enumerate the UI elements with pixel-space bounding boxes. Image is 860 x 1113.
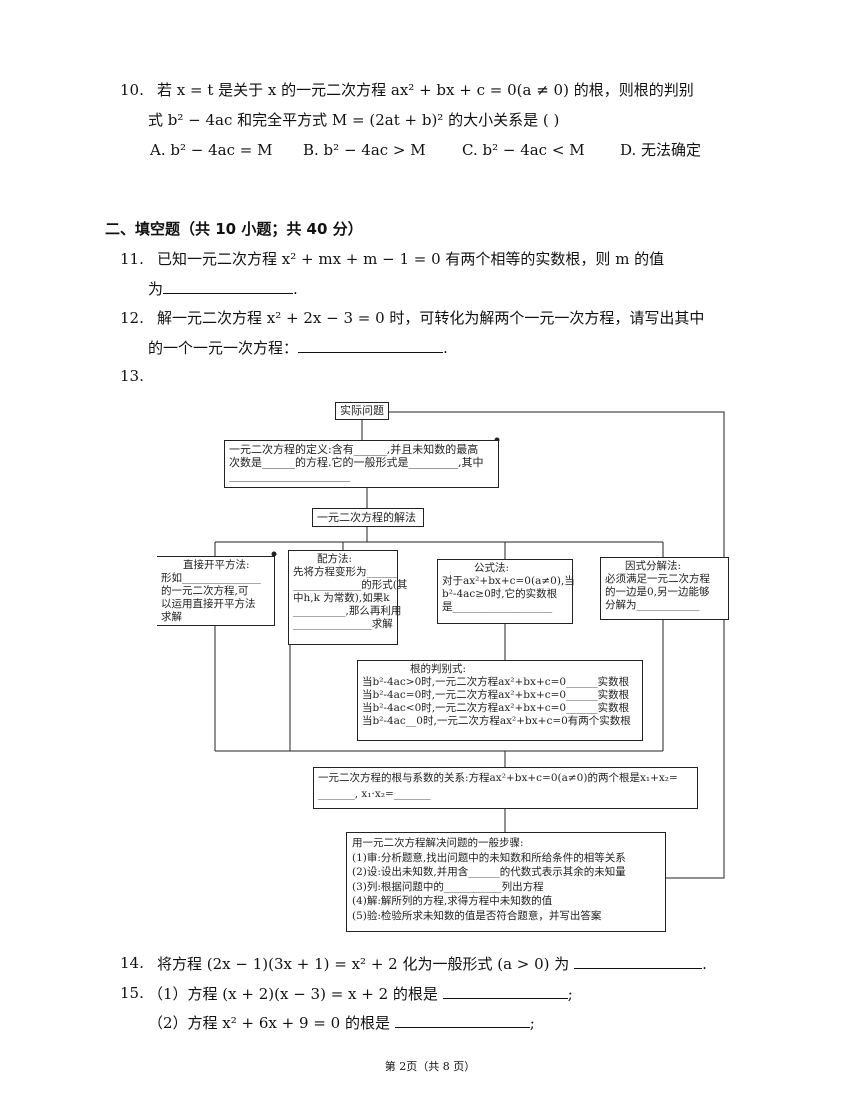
diagram-steps-box: 用一元二次方程解决问题的一般步骤: (1)审:分析题意,找出问题中的未知数和所给… xyxy=(346,832,666,932)
diagram-complete-square-box: 配方法: 先将方程变形为______ _____________的形式(其 中h… xyxy=(288,550,408,645)
steps-line: (1)审:分析题意,找出问题中的未知数和所给条件的相等关系 xyxy=(352,851,626,864)
complete-line: _____________的形式(其 xyxy=(293,579,408,591)
q15-number: 15. xyxy=(120,984,144,1002)
diagram-discriminant-box: 根的判别式: 当b²-4ac>0时,一元二次方程ax²+bx+c=0______… xyxy=(357,660,643,741)
definition-line: ______________________ xyxy=(229,469,350,482)
complete-line: __________,那么再利用 xyxy=(293,605,402,617)
diagram-methods-title-box: 一元二次方程的解法 xyxy=(312,508,424,527)
complete-line: 中h,k 为常数),如果k xyxy=(293,592,390,604)
formula-title: 公式法: xyxy=(474,562,510,574)
definition-line: 一元二次方程的定义:含有______,并且未知数的最高 xyxy=(229,443,479,456)
q15-part1-text: （1）方程 (x + 2)(x − 3) = x + 2 的根是 xyxy=(148,985,438,1003)
q11-line2-text: 为 xyxy=(148,280,164,298)
direct-line: 的一元二次方程,可 xyxy=(161,585,249,597)
q10-option-a: A. b² − 4ac = M xyxy=(150,141,273,159)
diagram-top-label: 实际问题 xyxy=(340,404,384,417)
q15-part1: （1）方程 (x + 2)(x − 3) = x + 2 的根是 ; xyxy=(148,983,573,1003)
diagram-formula-box: 公式法: 对于ax²+bx+c=0(a≠0),当 b²-4ac≥0时,它的实数根… xyxy=(437,559,575,624)
q10-number: 10. xyxy=(120,81,144,99)
q15-part1-blank[interactable] xyxy=(442,983,568,999)
q11-number: 11. xyxy=(120,250,144,268)
q11-line2: 为. xyxy=(148,278,298,298)
direct-line: 求解 xyxy=(161,611,182,623)
diagram-definition-box: 一元二次方程的定义:含有______,并且未知数的最高 次数是______的方程… xyxy=(224,440,499,488)
factor-line: 的一边是0,另一边能够 xyxy=(605,586,710,598)
formula-line: 对于ax²+bx+c=0(a≠0),当 xyxy=(442,575,575,587)
q12-line2: 的一个一元一次方程：. xyxy=(148,337,448,357)
q12-answer-blank[interactable] xyxy=(298,337,444,353)
q14-line: 将方程 (2x − 1)(3x + 1) = x² + 2 化为一般形式 (a … xyxy=(157,953,707,973)
q11-line1: 已知一元二次方程 x² + mx + m − 1 = 0 有两个相等的实数根，则… xyxy=(157,250,665,268)
vieta-line: _______, x₁·x₂=_______ xyxy=(318,788,431,800)
discriminant-line: 当b²-4ac<0时,一元二次方程ax²+bx+c=0______实数根 xyxy=(362,702,630,714)
q10-line2: 式 b² − 4ac 和完全平方式 M = (2at + b)² 的大小关系是 … xyxy=(148,111,560,129)
q10-option-c: C. b² − 4ac < M xyxy=(462,141,585,159)
discriminant-line: 当b²-4ac__0时,一元二次方程ax²+bx+c=0有两个实数根 xyxy=(362,715,631,727)
q12-line2-text: 的一个一元一次方程： xyxy=(148,339,299,357)
steps-line: 用一元二次方程解决问题的一般步骤: xyxy=(352,837,524,849)
formula-line: b²-4ac≥0时,它的实数根 xyxy=(442,588,558,600)
diagram-vieta-box: 一元二次方程的根与系数的关系:方程ax²+bx+c=0(a≠0)的两个根是x₁+… xyxy=(313,767,698,809)
formula-line: 是___________________ xyxy=(442,601,553,613)
factor-line: 分解为____________ xyxy=(605,599,700,611)
discriminant-title: 根的判别式: xyxy=(410,663,467,675)
methods-title: 一元二次方程的解法 xyxy=(317,511,416,524)
discriminant-line: 当b²-4ac>0时,一元二次方程ax²+bx+c=0______实数根 xyxy=(362,676,630,688)
definition-line: 次数是______的方程.它的一般形式是_________,其中 xyxy=(229,456,484,469)
q10-option-d: D. 无法确定 xyxy=(620,141,702,159)
q14-number: 14. xyxy=(120,954,144,972)
q13-number: 13. xyxy=(120,367,144,385)
q15-part2: （2）方程 x² + 6x + 9 = 0 的根是 ; xyxy=(148,1012,535,1032)
steps-line: (5)验:检验所求未知数的值是否符合题意，并写出答案 xyxy=(352,909,602,922)
q14-text: 将方程 (2x − 1)(3x + 1) = x² + 2 化为一般形式 (a … xyxy=(157,955,570,973)
page-footer: 第 2页（共 8 页） xyxy=(384,1060,476,1073)
direct-line: 以运用直接开平方法 xyxy=(161,598,256,610)
steps-line: (2)设:设出未知数,并用含______的代数式表示其余的未知量 xyxy=(352,866,626,878)
complete-line: _______________求解 xyxy=(293,618,393,630)
q10-option-b: B. b² − 4ac > M xyxy=(303,141,426,159)
diagram-factor-box: 因式分解法: 必须满足一元二次方程 的一边是0,另一边能够 分解为_______… xyxy=(600,557,729,620)
section-title: 二、填空题（共 10 小题；共 40 分） xyxy=(105,220,363,238)
q12-number: 12. xyxy=(120,309,144,327)
q15-part2-text: （2）方程 x² + 6x + 9 = 0 的根是 xyxy=(148,1014,390,1032)
complete-title: 配方法: xyxy=(317,553,353,565)
diagram-top-box: 实际问题 xyxy=(335,402,389,420)
q11-answer-blank[interactable] xyxy=(163,278,294,294)
discriminant-line: 当b²-4ac=0时,一元二次方程ax²+bx+c=0______实数根 xyxy=(362,689,630,701)
q12-line1: 解一元二次方程 x² + 2x − 3 = 0 时，可转化为解两个一元一次方程，… xyxy=(157,309,705,327)
steps-line: (3)列:根据问题中的___________列出方程 xyxy=(352,880,544,893)
direct-line: 形如_______________ xyxy=(161,572,261,584)
diagram-direct-box: 直接开平方法: 形如_______________ 的一元二次方程,可 以运用直… xyxy=(157,556,275,626)
q10-line1: 若 x = t 是关于 x 的一元二次方程 ax² + bx + c = 0(a… xyxy=(157,81,694,99)
vieta-line: 一元二次方程的根与系数的关系:方程ax²+bx+c=0(a≠0)的两个根是x₁+… xyxy=(318,772,678,784)
q15-part2-blank[interactable] xyxy=(394,1012,530,1028)
q14-answer-blank[interactable] xyxy=(574,953,703,969)
complete-line: 先将方程变形为______ xyxy=(293,566,398,578)
direct-title: 直接开平方法: xyxy=(183,559,250,571)
factor-title: 因式分解法: xyxy=(625,560,682,572)
steps-line: (4)解:解所列的方程,求得方程中未知数的值 xyxy=(352,895,553,907)
factor-line: 必须满足一元二次方程 xyxy=(605,573,710,585)
